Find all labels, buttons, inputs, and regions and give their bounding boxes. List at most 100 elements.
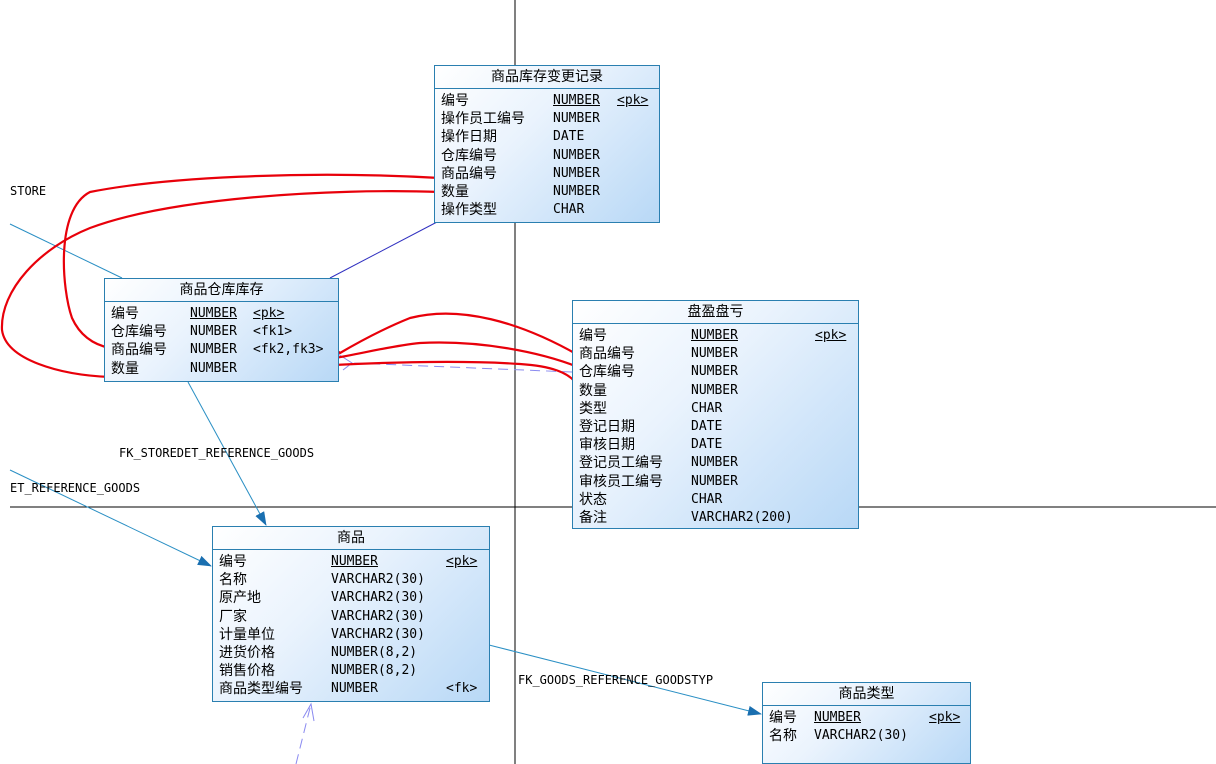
attribute-row[interactable]: 操作日期 DATE [435, 128, 659, 146]
attribute-row[interactable]: 商品编号 NUMBER <fk2,fk3> [105, 341, 338, 359]
dashed-arrowhead-goods [302, 702, 315, 722]
attribute-row[interactable]: 编号 NUMBER <pk> [763, 709, 970, 727]
attribute-type: DATE [553, 129, 585, 145]
attribute-name: 编号 [111, 306, 139, 322]
attribute-row[interactable]: 登记员工编号 NUMBER [573, 454, 858, 472]
attribute-name: 备注 [579, 509, 607, 526]
attribute-row[interactable]: 计量单位 VARCHAR2(30) [213, 626, 489, 644]
attribute-type: VARCHAR2(30) [331, 626, 425, 642]
attribute-name: 仓库编号 [111, 324, 167, 341]
attribute-key: <fk1> [253, 324, 293, 340]
red-annotations [0, 173, 580, 388]
label-fk-storedet-goods: FK_STOREDET_REFERENCE_GOODS [119, 446, 315, 460]
attribute-type: VARCHAR2(30) [814, 728, 908, 744]
entity-title: 商品 [213, 527, 489, 550]
attribute-key: <pk> [617, 93, 649, 108]
attribute-name: 商品编号 [579, 346, 635, 363]
attribute-type: VARCHAR2(30) [331, 590, 425, 606]
attribute-row[interactable]: 原产地 VARCHAR2(30) [213, 589, 489, 607]
attribute-type: NUMBER [553, 111, 600, 127]
attribute-type: VARCHAR2(200) [691, 509, 793, 525]
entity-title: 商品仓库库存 [105, 279, 338, 302]
attribute-type: NUMBER(8,2) [331, 644, 418, 660]
attribute-name: 计量单位 [219, 626, 275, 643]
attribute-type: NUMBER [553, 183, 600, 199]
attribute-row[interactable]: 厂家 VARCHAR2(30) [213, 608, 489, 626]
attribute-key: <pk> [929, 710, 961, 725]
attribute-row[interactable]: 类型 CHAR [573, 400, 858, 418]
attribute-name: 仓库编号 [441, 147, 497, 164]
attribute-name: 商品编号 [441, 165, 497, 182]
attribute-name: 审核员工编号 [579, 473, 663, 490]
attribute-row[interactable]: 进货价格 NUMBER(8,2) [213, 644, 489, 662]
attribute-row[interactable]: 商品编号 NUMBER [573, 345, 858, 363]
attribute-row[interactable]: 操作员工编号 NUMBER [435, 110, 659, 128]
attribute-row[interactable]: 数量 NUMBER [435, 183, 659, 201]
attribute-row[interactable]: 名称 VARCHAR2(30) [763, 727, 970, 745]
attribute-type: CHAR [691, 400, 723, 416]
attribute-row[interactable]: 审核员工编号 NUMBER [573, 473, 858, 491]
attribute-type: NUMBER [691, 455, 738, 471]
label-fk-goods-goodstyp: FK_GOODS_REFERENCE_GOODSTYP [518, 673, 714, 687]
attribute-type: VARCHAR2(30) [331, 608, 425, 624]
attribute-name: 数量 [111, 360, 139, 377]
relation-line-left-goods[interactable] [9, 469, 212, 567]
attribute-name: 数量 [579, 382, 607, 399]
attribute-type: NUMBER [691, 328, 738, 343]
attribute-name: 仓库编号 [579, 364, 635, 381]
entity-title: 盘盈盘亏 [573, 301, 858, 324]
attribute-name: 原产地 [219, 590, 261, 607]
attribute-type: VARCHAR2(30) [331, 572, 425, 588]
attribute-row[interactable]: 名称 VARCHAR2(30) [213, 571, 489, 589]
attribute-name: 编号 [769, 710, 797, 726]
attribute-type: NUMBER [691, 346, 738, 362]
attribute-key: <fk2,fk3> [253, 342, 324, 358]
attribute-name: 名称 [219, 572, 247, 589]
attribute-name: 操作日期 [441, 129, 497, 146]
attribute-name: 操作员工编号 [441, 111, 525, 128]
relation-line-stock-goods[interactable] [187, 381, 267, 526]
dashed-line-bottom-goods[interactable] [295, 703, 312, 764]
attribute-name: 数量 [441, 183, 469, 200]
attribute-type: NUMBER [331, 554, 378, 569]
dashed-line-stocktake-stock[interactable] [351, 362, 573, 373]
attribute-name: 商品编号 [111, 342, 167, 359]
relation-line-changelog-stock[interactable] [329, 221, 438, 279]
attribute-type: NUMBER [331, 681, 378, 697]
relation-line-store[interactable] [9, 223, 123, 279]
relation-line-goods-goodstype[interactable] [488, 644, 762, 716]
attribute-type: NUMBER [190, 342, 237, 358]
attribute-name: 名称 [769, 728, 797, 745]
attribute-name: 登记日期 [579, 418, 635, 435]
attribute-name: 类型 [579, 400, 607, 417]
attribute-name: 进货价格 [219, 644, 275, 661]
attribute-name: 厂家 [219, 608, 247, 625]
attribute-name: 状态 [579, 491, 607, 508]
attribute-type: NUMBER [814, 710, 861, 725]
attribute-type: NUMBER [691, 473, 738, 489]
attribute-row[interactable]: 备注 VARCHAR2(200) [573, 509, 858, 527]
attribute-name: 登记员工编号 [579, 455, 663, 472]
